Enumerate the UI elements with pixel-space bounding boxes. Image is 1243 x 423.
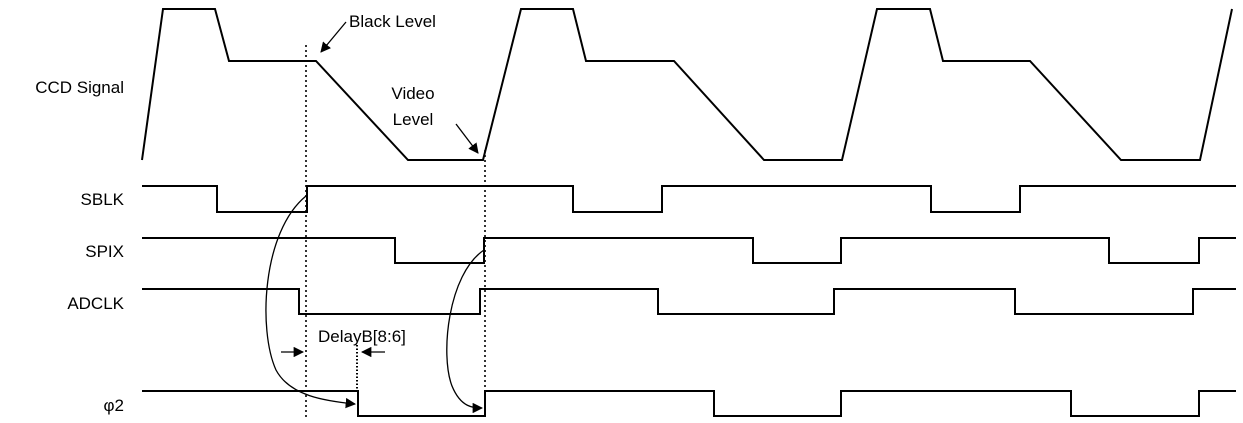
phi2-label: φ2	[104, 396, 124, 415]
sblk-waveform	[142, 185, 1236, 213]
video-level-annotation-line2: Level	[393, 110, 434, 129]
spix-waveform	[142, 237, 1236, 264]
ccd-signal-waveform	[141, 8, 1233, 161]
video-level-pointer-arrow	[455, 123, 479, 154]
spix-to-phi2-curved-arrow	[446, 249, 485, 414]
black-level-pointer-arrow	[320, 21, 347, 53]
delay-annotation: DelayB[8:6]	[318, 327, 406, 346]
video-level-annotation-line1: Video	[391, 84, 434, 103]
ccd-signal-label: CCD Signal	[35, 78, 124, 97]
sblk-label: SBLK	[81, 190, 125, 209]
spix-label: SPIX	[85, 242, 124, 261]
phi2-waveform	[142, 390, 1236, 417]
sblk-to-phi2-curved-arrow	[265, 195, 357, 409]
black-level-annotation: Black Level	[349, 12, 436, 31]
adclk-label: ADCLK	[67, 294, 124, 313]
adclk-waveform	[142, 288, 1236, 315]
